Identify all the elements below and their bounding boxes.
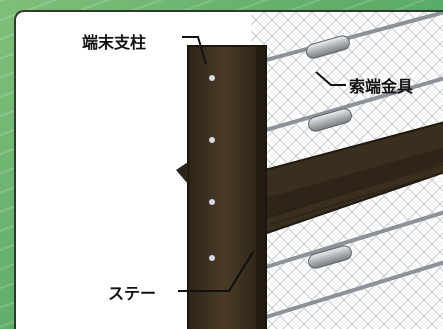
label-end-post: 端末支柱 — [82, 33, 147, 52]
stay-serrations — [265, 164, 443, 225]
diagram-panel: 端末支柱 索端金具 ステー — [14, 10, 443, 329]
leader-lines — [178, 36, 346, 292]
label-stay: ステー — [108, 284, 157, 303]
label-cable-end-fitting: 索端金具 — [349, 77, 414, 96]
end-post — [176, 45, 267, 329]
fence-illustration — [176, 12, 443, 329]
